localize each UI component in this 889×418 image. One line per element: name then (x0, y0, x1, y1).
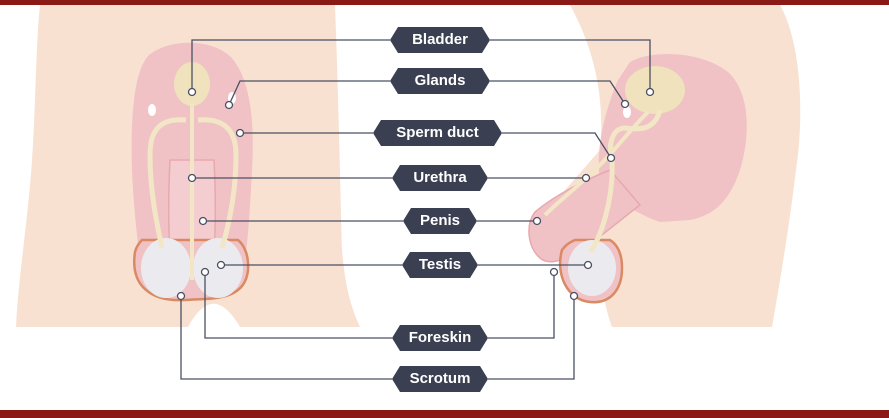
label-scrotum: Scrotum (400, 366, 480, 392)
dot-penis-side (534, 218, 541, 225)
dot-foreskin-side (551, 269, 558, 276)
dot-testis-side (585, 262, 592, 269)
dot-scrotum-front (178, 293, 185, 300)
dot-glands-front (226, 102, 233, 109)
bottom-border (0, 410, 889, 418)
dot-spermduct-side (608, 155, 615, 162)
front-testis-right (193, 238, 243, 298)
label-penis: Penis (411, 208, 469, 234)
dot-penis-front (200, 218, 207, 225)
leader-foreskin-side (488, 272, 554, 338)
dot-urethra-front (189, 175, 196, 182)
dot-bladder-side (647, 89, 654, 96)
label-urethra: Urethra (400, 165, 480, 191)
label-foreskin: Foreskin (400, 325, 480, 351)
label-testis: Testis (410, 252, 470, 278)
dot-bladder-front (189, 89, 196, 96)
dot-testis-front (218, 262, 225, 269)
label-glands: Glands (398, 68, 482, 94)
side-bladder (625, 66, 685, 114)
dot-urethra-side (583, 175, 590, 182)
label-sperm-duct: Sperm duct (381, 120, 494, 146)
front-gland-left (148, 104, 156, 116)
dot-foreskin-front (202, 269, 209, 276)
dot-scrotum-side (571, 293, 578, 300)
leader-spermduct-side (502, 133, 611, 158)
dot-spermduct-front (237, 130, 244, 137)
front-testis-left (141, 238, 191, 298)
dot-glands-side (622, 101, 629, 108)
label-bladder: Bladder (398, 27, 482, 53)
